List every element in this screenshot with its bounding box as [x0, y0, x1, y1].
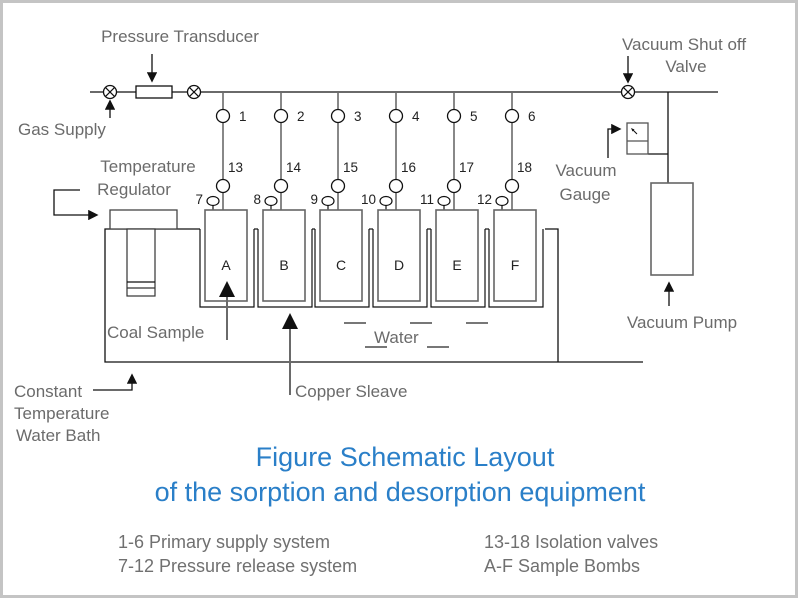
primary-valve-icon[interactable] — [446, 108, 462, 124]
copper-sleeve — [314, 229, 370, 308]
sample-bomb[interactable] — [377, 209, 421, 302]
sample-bomb-label: D — [394, 257, 404, 273]
copper-sleeve — [488, 229, 544, 308]
temperature-regulator-label-1: Temperature — [100, 157, 195, 176]
legend-release: 7-12 Pressure release system — [118, 556, 357, 576]
isolation-valve-label: 15 — [343, 160, 358, 175]
copper-sleave-label: Copper Sleave — [295, 382, 407, 401]
release-valve-label: 12 — [477, 192, 492, 207]
vacuum-gauge-label-1: Vacuum — [555, 161, 616, 180]
water-surface-dashes — [344, 322, 488, 348]
copper-sleeve — [257, 229, 313, 308]
coal-sample-label: Coal Sample — [107, 323, 204, 342]
primary-valve-icon[interactable] — [504, 108, 520, 124]
heater-element — [126, 228, 156, 297]
release-valve-label: 10 — [361, 192, 376, 207]
primary-valve-icon[interactable] — [273, 108, 289, 124]
primary-valve-icon[interactable] — [215, 108, 231, 124]
release-valve-label: 7 — [195, 192, 203, 207]
vacuum-gauge-label-2: Gauge — [559, 185, 610, 204]
release-valve-icon[interactable] — [495, 195, 509, 207]
water-bath-label-2: Temperature — [14, 404, 109, 423]
pressure-transducer — [135, 85, 173, 99]
copper-sleeve — [372, 229, 428, 308]
water-bath-label-1: Constant — [14, 382, 82, 401]
release-valve-icon[interactable] — [379, 195, 393, 207]
legend-primary: 1-6 Primary supply system — [118, 532, 330, 552]
isolation-valve-label: 17 — [459, 160, 474, 175]
isolation-valve-label: 14 — [286, 160, 302, 175]
water-bath-right-wall — [545, 228, 559, 362]
sample-bomb-label: B — [279, 257, 288, 273]
sample-bomb-label: C — [336, 257, 346, 273]
water-bath-label-3: Water Bath — [16, 426, 100, 445]
sample-bomb-label: E — [452, 257, 461, 273]
sample-bomb[interactable] — [493, 209, 537, 302]
vacuum-shutoff-label-2: Valve — [665, 57, 706, 76]
release-valve-label: 11 — [420, 192, 434, 207]
primary-valve-label: 5 — [470, 109, 478, 124]
release-valve-icon[interactable] — [206, 195, 220, 207]
vacuum-shutoff-label-1: Vacuum Shut off — [622, 35, 746, 54]
transducer-valve-icon[interactable] — [186, 84, 202, 100]
manifold-branches: 1 13 7A 2 14 8B 3 15 9C 4 16 10D 5 17 11E 6 18 12F — [195, 92, 544, 308]
release-valve-label: 8 — [253, 192, 261, 207]
primary-valve-label: 6 — [528, 109, 536, 124]
primary-valve-icon[interactable] — [330, 108, 346, 124]
gas-supply-valve-icon[interactable] — [102, 84, 118, 100]
isolation-valve-label: 18 — [517, 160, 532, 175]
primary-valve-label: 1 — [239, 109, 247, 124]
water-label: Water — [374, 328, 419, 347]
copper-sleeve — [430, 229, 486, 308]
vacuum-gauge-arrow — [607, 123, 622, 158]
vacuum-shutoff-valve-icon[interactable] — [620, 84, 636, 100]
isolation-valve-icon[interactable] — [388, 178, 404, 194]
vacuum-pump-label: Vacuum Pump — [627, 313, 737, 332]
figure-title-line-1: Figure Schematic Layout — [256, 442, 555, 472]
legend-isolation: 13-18 Isolation valves — [484, 532, 658, 552]
sample-bomb-label: A — [221, 257, 231, 273]
temperature-regulator[interactable] — [109, 209, 178, 230]
isolation-valve-icon[interactable] — [330, 178, 346, 194]
sample-bomb[interactable] — [262, 209, 306, 302]
sample-bomb[interactable] — [319, 209, 363, 302]
isolation-valve-icon[interactable] — [504, 178, 520, 194]
figure-title-line-2: of the sorption and desorption equipment — [155, 477, 646, 507]
isolation-valve-label: 16 — [401, 160, 416, 175]
vacuum-gauge-icon — [626, 122, 649, 155]
release-valve-icon[interactable] — [264, 195, 278, 207]
isolation-valve-icon[interactable] — [273, 178, 289, 194]
legend-bombs: A-F Sample Bombs — [484, 556, 640, 576]
primary-valve-label: 4 — [412, 109, 420, 124]
release-valve-label: 9 — [310, 192, 318, 207]
release-valve-icon[interactable] — [437, 195, 451, 207]
vacuum-pump[interactable] — [650, 182, 694, 276]
gas-supply-label: Gas Supply — [18, 120, 106, 139]
isolation-valve-label: 13 — [228, 160, 243, 175]
release-valve-icon[interactable] — [321, 195, 335, 207]
water-bath-arrow — [93, 373, 138, 391]
primary-valve-label: 3 — [354, 109, 362, 124]
primary-valve-icon[interactable] — [388, 108, 404, 124]
sample-bomb-label: F — [511, 257, 520, 273]
isolation-valve-icon[interactable] — [215, 178, 231, 194]
temperature-regulator-arrow — [53, 189, 99, 221]
isolation-valve-icon[interactable] — [446, 178, 462, 194]
sample-bomb[interactable] — [435, 209, 479, 302]
primary-valve-label: 2 — [297, 109, 305, 124]
temperature-regulator-label-2: Regulator — [97, 180, 171, 199]
pressure-transducer-label: Pressure Transducer — [101, 27, 259, 46]
